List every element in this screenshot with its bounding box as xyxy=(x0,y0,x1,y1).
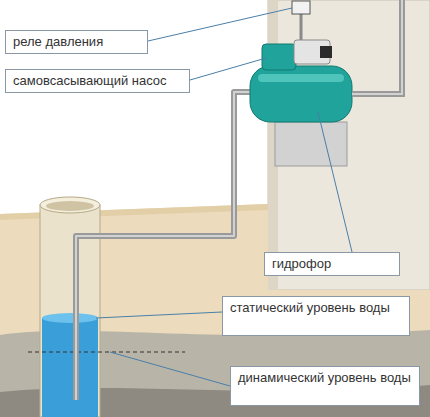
house-wall xyxy=(268,0,430,290)
well-water xyxy=(42,318,98,417)
leader-line xyxy=(110,352,230,386)
callout-text: динамический уровень воды xyxy=(238,370,412,386)
callout-box: гидрофор xyxy=(264,252,400,276)
switch-tube xyxy=(300,13,303,40)
pressure-switch xyxy=(292,1,310,14)
pump-body xyxy=(262,44,296,70)
outlet-pipe xyxy=(352,0,402,94)
callout-box: статический уровень воды xyxy=(222,296,410,336)
callout-box: реле давления xyxy=(5,30,148,54)
suction-pipe xyxy=(76,92,262,400)
outlet-pipe-highlight xyxy=(352,0,402,94)
leader-line xyxy=(190,58,266,80)
callout-box: самовсасывающий насос xyxy=(5,69,190,93)
leader-line xyxy=(96,312,222,318)
motor-cap xyxy=(320,46,332,58)
water-surface xyxy=(42,313,98,323)
callout-text: статический уровень воды xyxy=(230,300,402,316)
casing-top xyxy=(40,197,100,213)
callout-text: реле давления xyxy=(13,34,140,50)
concrete-base xyxy=(275,122,347,166)
hydrophore-tank xyxy=(250,66,352,122)
suction-pipe-highlight xyxy=(76,92,262,400)
tank-highlight xyxy=(258,74,344,82)
callout-text: самовсасывающий насос xyxy=(13,73,182,89)
dynamic-level-line xyxy=(28,352,185,353)
casing-inner xyxy=(46,201,94,211)
callout-box: динамический уровень воды xyxy=(230,366,420,406)
callout-text: гидрофор xyxy=(272,256,392,272)
leader-line xyxy=(318,112,352,252)
leader-line xyxy=(148,8,292,41)
